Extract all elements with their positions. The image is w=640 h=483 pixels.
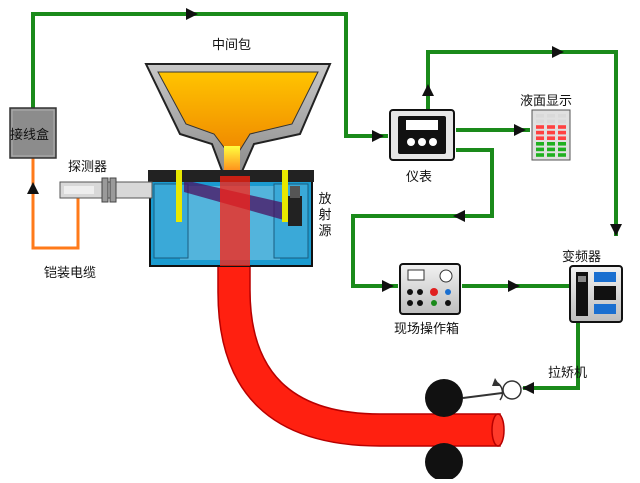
- level-led: [558, 119, 566, 124]
- junction-box: [9, 107, 57, 159]
- level-led: [547, 119, 555, 124]
- level-led: [547, 130, 555, 135]
- instrument: [389, 109, 455, 161]
- straightener-rolls: [425, 378, 522, 481]
- wire-instrument-to-display-top: [426, 50, 618, 236]
- signal-arrows: [186, 8, 622, 394]
- arrow-right-icon: [372, 130, 384, 142]
- inverter-label: 变频器: [562, 250, 602, 265]
- arrow-left-icon: [522, 382, 534, 394]
- arrow-down-icon: [610, 224, 622, 236]
- arrow-up-icon: [422, 84, 434, 96]
- level-led: [547, 142, 555, 146]
- level-led: [547, 125, 555, 129]
- level-led: [536, 136, 544, 140]
- level-led: [547, 147, 555, 152]
- arrow-right-icon: [514, 124, 526, 136]
- level-led: [558, 153, 566, 157]
- inverter: [569, 265, 623, 323]
- arrow-right-icon: [552, 46, 564, 58]
- level-led: [536, 114, 544, 118]
- radioactive-source: [288, 186, 302, 226]
- level-display: [531, 109, 571, 161]
- wire-inverter-to-straightener: [523, 322, 580, 390]
- strand-end: [491, 413, 505, 447]
- level-led: [558, 130, 566, 135]
- arrow-up-icon: [27, 182, 39, 194]
- level-led: [536, 142, 544, 146]
- field-operation-box: [399, 263, 461, 315]
- arrow-right-icon: [508, 280, 520, 292]
- junction-box-label: 接线盒: [10, 128, 50, 143]
- level-led: [558, 147, 566, 152]
- armored-cable-line: [31, 158, 80, 250]
- level-led: [536, 153, 544, 157]
- level-display-label: 液面显示: [520, 94, 573, 109]
- level-led: [536, 147, 544, 152]
- straightener-label: 拉矫机: [548, 366, 588, 381]
- level-led: [558, 136, 566, 140]
- detector: [59, 177, 153, 203]
- wire-junction-to-instrument: [31, 12, 388, 138]
- wire-instrument-to-fieldbox: [351, 148, 494, 288]
- level-led: [536, 119, 544, 124]
- field-box-label: 现场操作箱: [394, 322, 460, 337]
- level-led: [536, 130, 544, 135]
- radioactive-source-label: 放射源: [318, 192, 332, 239]
- level-led: [536, 125, 544, 129]
- level-led: [558, 125, 566, 129]
- arrow-right-icon: [382, 280, 394, 292]
- level-led: [547, 114, 555, 118]
- level-led: [547, 136, 555, 140]
- arrow-left-icon: [453, 210, 465, 222]
- instrument-label: 仪表: [406, 170, 433, 185]
- tundish-label: 中间包: [212, 38, 252, 53]
- level-led: [558, 114, 566, 118]
- level-led: [547, 153, 555, 157]
- armored-cable-label: 铠装电缆: [44, 266, 97, 281]
- level-led: [558, 142, 566, 146]
- detector-label: 探测器: [68, 160, 108, 175]
- arrow-right-icon: [186, 8, 198, 20]
